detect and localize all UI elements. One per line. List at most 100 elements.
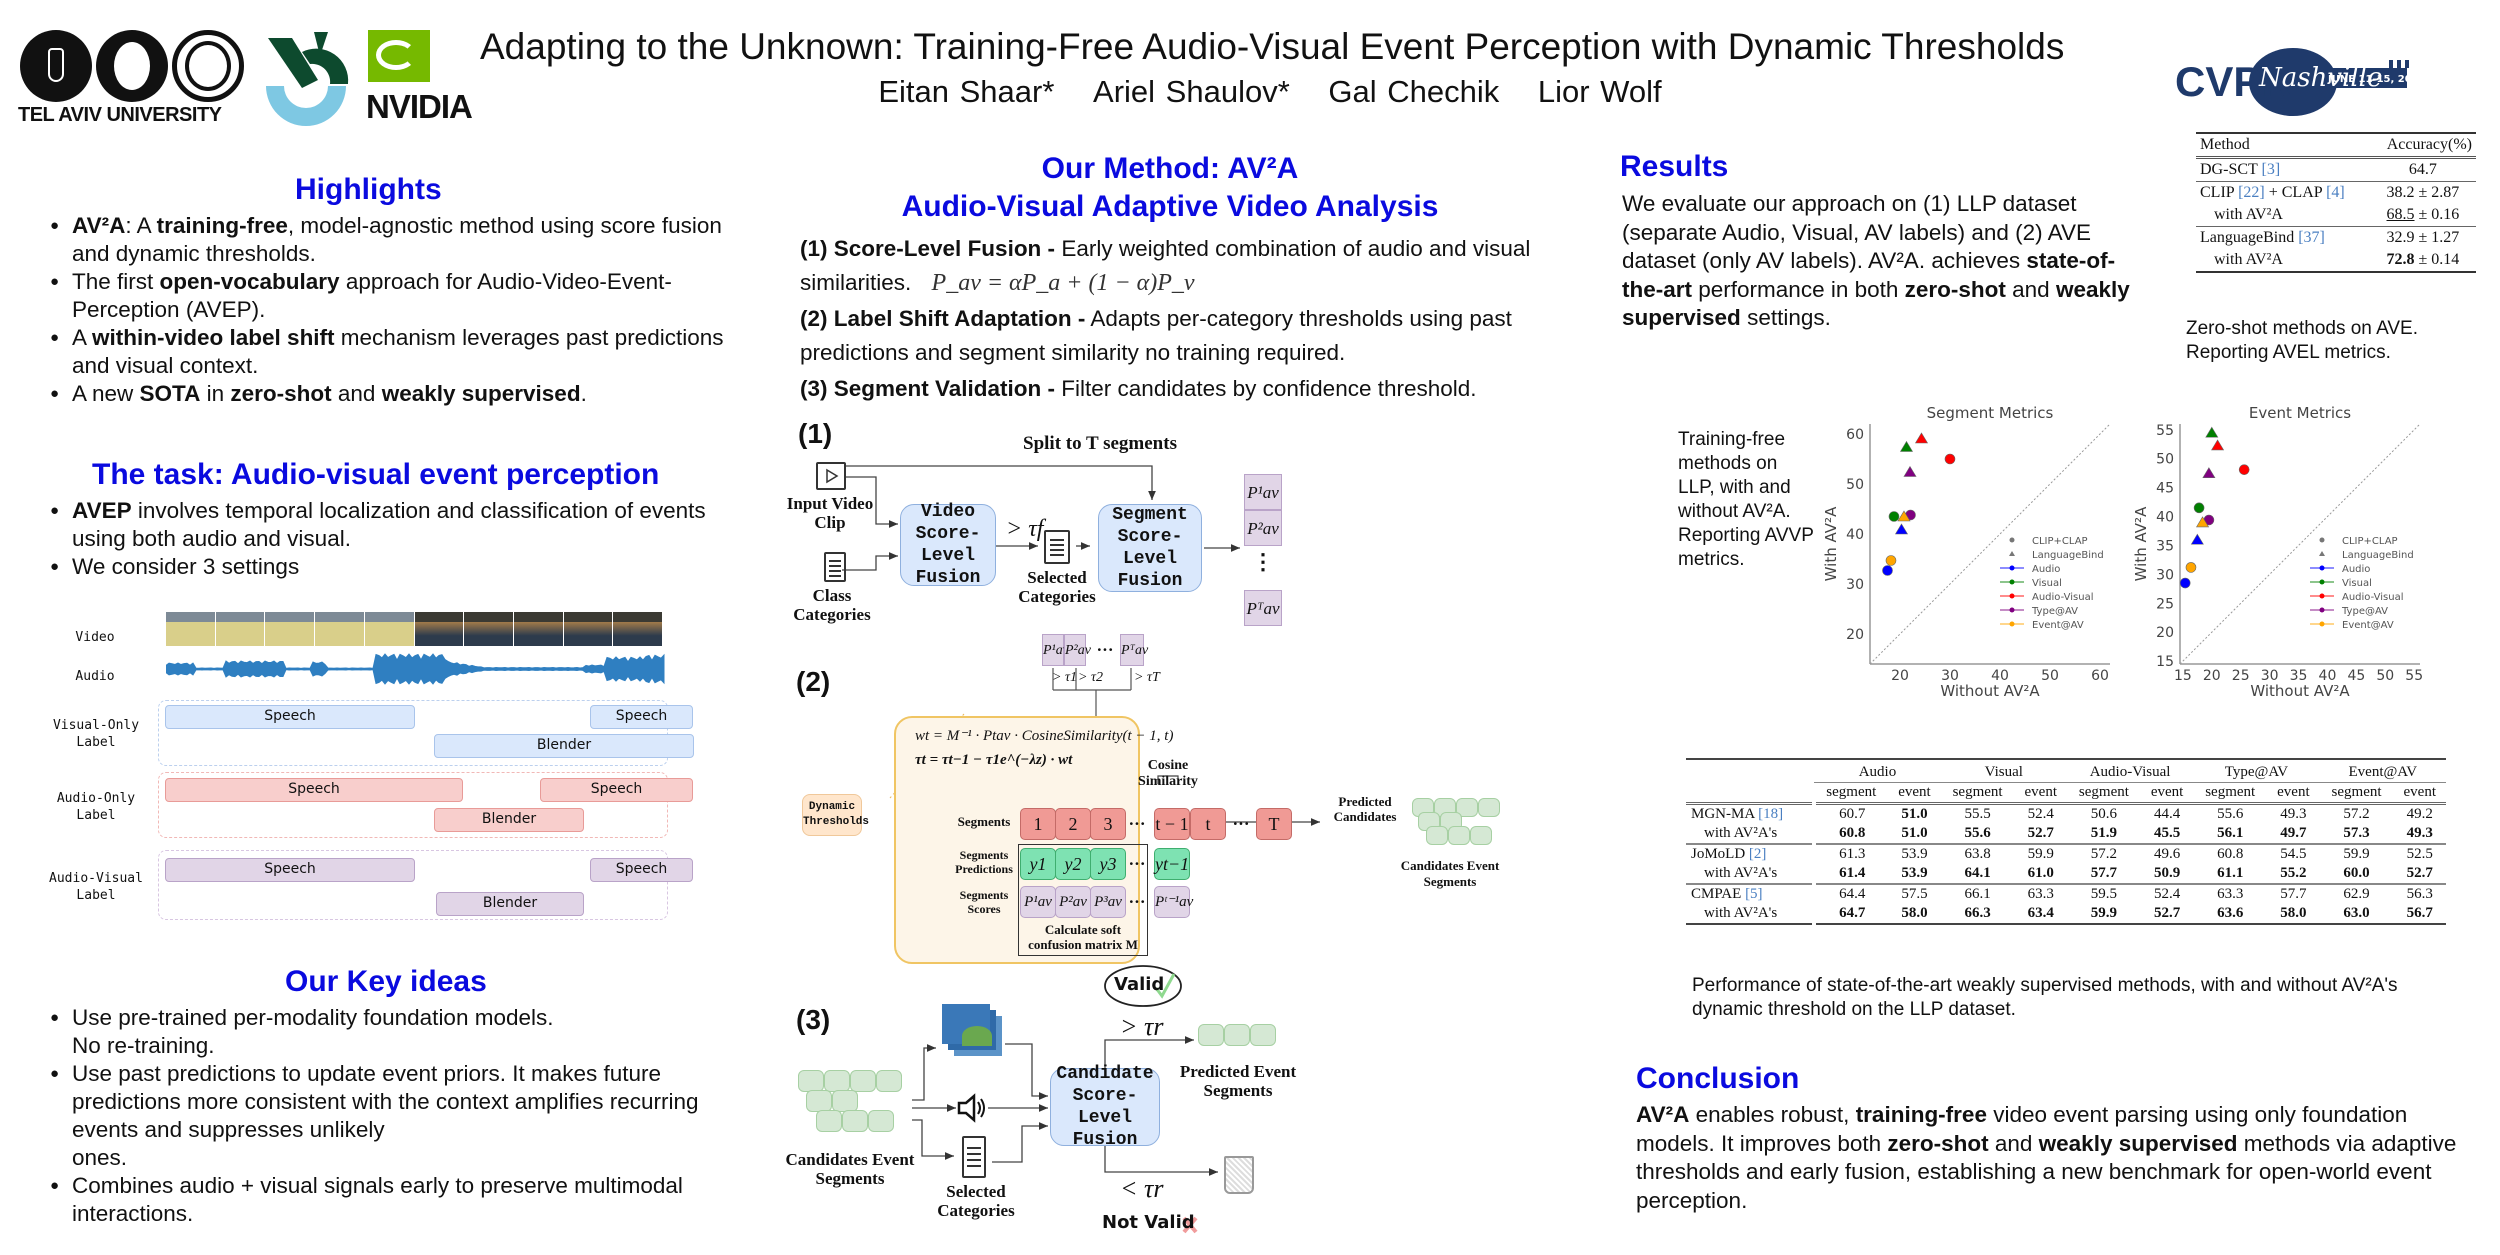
legend-label: Event@AV: [2342, 620, 2394, 631]
diagram-3-label: (3): [796, 1004, 831, 1035]
col-header-accuracy: Accuracy(%): [2386, 136, 2472, 153]
table-cell: 49.6: [2153, 846, 2181, 862]
author: Ariel Shaulov*: [1093, 74, 1290, 109]
tau-knot-icon: [172, 30, 244, 102]
x-tick-label: 40: [1991, 668, 2009, 684]
data-point-triangle: [1899, 440, 1914, 452]
table-cell: 61.1: [2217, 865, 2244, 881]
diagram-1-label: (1): [798, 418, 833, 449]
trash-icon: [1224, 1156, 1254, 1194]
tau-emblem-icon: [20, 30, 92, 102]
audio-visual-track: [158, 850, 668, 920]
threshold-tau-T: > τT: [1134, 670, 1160, 685]
table-cell: 57.2: [2343, 806, 2370, 822]
video-frame: [364, 612, 414, 646]
table-cell: 49.2: [2406, 806, 2433, 822]
tau-ring-icon: [96, 30, 168, 102]
y-tick-label: 60: [1846, 427, 1864, 443]
legend-label: Audio-Visual: [2032, 592, 2093, 603]
label-bar-speech: Speech: [590, 858, 693, 882]
legend-marker: [2009, 579, 2015, 585]
results-heading: Results: [1620, 150, 1729, 183]
x-tick-label: 60: [2091, 668, 2109, 684]
legend-label: Audio-Visual: [2342, 592, 2403, 603]
table-row: LanguageBind [37]32.9 ± 1.27: [2196, 226, 2476, 250]
label-bar-speech: Speech: [540, 778, 693, 802]
audio-waveform: [166, 653, 665, 685]
table-cell: 55.5: [1964, 806, 1991, 822]
segment-cell: ···: [1128, 854, 1146, 873]
table-cell: 56.7: [2406, 905, 2433, 921]
author: Eitan Shaar*: [878, 74, 1055, 109]
candidate-segment: [850, 1070, 876, 1093]
cvpr-city: Nashville: [2258, 63, 2382, 93]
table-cell: 64.1: [1964, 865, 1991, 881]
row-label-video: Video: [75, 630, 115, 645]
selected-categories-label: Selected Categories: [1018, 568, 1096, 606]
row-label-audio-visual: Audio-Visual Label: [49, 871, 143, 903]
table-cell: 55.6: [2217, 806, 2244, 822]
video-frames: [166, 612, 663, 646]
highlights-list: AV²A: A training-free, model-agnostic me…: [50, 212, 730, 408]
ellipsis: ···: [1096, 640, 1114, 659]
table-cell: 56.1: [2217, 825, 2244, 841]
data-point-triangle: [2196, 516, 2210, 528]
list-item: Use past predictions to update event pri…: [50, 1060, 740, 1172]
x-tick-label: 30: [1941, 668, 1959, 684]
label-bar-blender: Blender: [434, 808, 584, 832]
table-cell: 61.3: [1839, 846, 1866, 862]
table-cell: 60.8: [2217, 846, 2244, 862]
key-ideas-heading: Our Key ideas: [285, 965, 487, 998]
data-point-triangle: [2211, 439, 2225, 451]
chart-title: Event Metrics: [2249, 404, 2351, 422]
table-cell: 44.4: [2153, 806, 2181, 822]
row-label-audio: Audio: [75, 669, 115, 684]
segment-cell: ···: [1128, 892, 1146, 911]
table-cell: 64.7: [1839, 905, 1866, 921]
table-cell: 63.6: [2217, 905, 2244, 921]
p-av-2: P²av: [1064, 634, 1091, 666]
data-point-triangle: [1903, 465, 1917, 477]
data-point-triangle: [2205, 426, 2219, 438]
data-point-triangle: [1914, 432, 1929, 444]
results-text: We evaluate our approach on (1) LLP data…: [1622, 191, 2130, 330]
data-point-circle: [1882, 565, 1893, 576]
threshold-tau-f: > τf: [1006, 516, 1044, 542]
bar-ilan-logo: [258, 28, 356, 128]
y-tick-label: 50: [1846, 477, 1864, 493]
data-point-circle: [2193, 502, 2205, 514]
x-axis-label: Without AV²A: [1940, 682, 2040, 700]
table-cell: 63.8: [1964, 846, 1991, 862]
author: Lior Wolf: [1537, 74, 1662, 109]
x-tick-label: 30: [2261, 668, 2279, 684]
sub-header: segment: [2205, 784, 2256, 800]
tau-logo-text: TEL AVIV UNIVERSITY: [18, 104, 222, 126]
legend-marker: [2009, 565, 2015, 571]
segment-cell: t − 1: [1154, 808, 1190, 840]
method-heading-line2: Audio-Visual Adaptive Video Analysis: [901, 190, 1439, 223]
segment-cell: ···: [1232, 814, 1250, 833]
x-tick-label: 45: [2347, 668, 2365, 684]
data-point-circle: [1888, 511, 1900, 522]
conclusion-heading: Conclusion: [1636, 1062, 1800, 1095]
candidate-segment: [1470, 826, 1492, 845]
table-cell: 57.2: [2090, 846, 2118, 862]
label-bar-blender: Blender: [436, 892, 584, 916]
selected-doc-icon: [962, 1136, 986, 1178]
table-cell: 51.0: [1901, 825, 1928, 841]
y-tick-label: 30: [1846, 577, 1864, 593]
data-point-triangle: [2202, 467, 2216, 479]
p-av-2: P²av: [1244, 510, 1282, 546]
table-cell: 59.9: [2090, 905, 2118, 921]
